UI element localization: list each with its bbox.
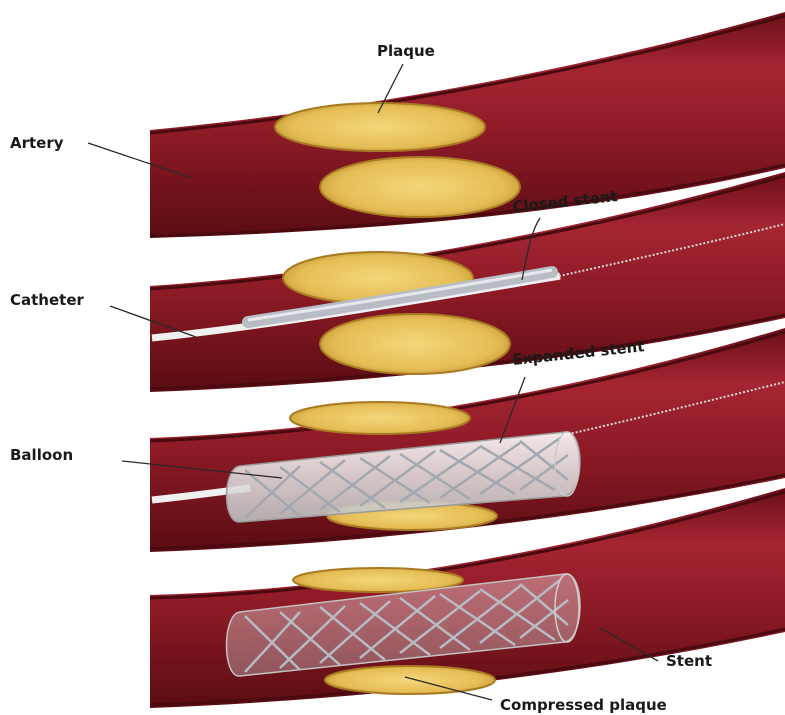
label-compressed-plaque: Compressed plaque <box>500 696 667 714</box>
label-stent: Stent <box>666 652 712 670</box>
label-catheter: Catheter <box>10 291 84 309</box>
plaque-bottom <box>325 666 495 694</box>
label-balloon: Balloon <box>10 446 73 464</box>
plaque-bottom <box>320 157 520 217</box>
label-artery: Artery <box>10 134 64 152</box>
label-plaque: Plaque <box>377 42 435 60</box>
plaque-bottom <box>320 314 510 374</box>
plaque-top <box>290 402 470 434</box>
